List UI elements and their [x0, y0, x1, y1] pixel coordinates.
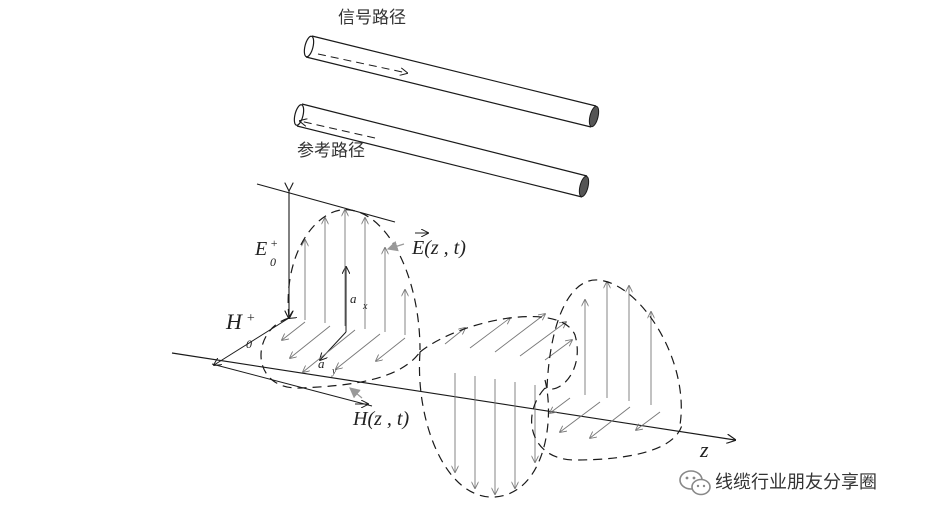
- h-amplitude-label: H + 0: [225, 309, 255, 351]
- wave-envelopes: [260, 209, 683, 498]
- svg-text:y: y: [331, 366, 337, 377]
- ay-unit-label: a y: [318, 356, 337, 377]
- svg-text:a: a: [318, 356, 325, 371]
- svg-text:x: x: [362, 301, 368, 312]
- signal-path-label: 信号路径: [338, 8, 406, 28]
- svg-text:H(z , t): H(z , t): [352, 408, 409, 430]
- h-field-pointer: [349, 387, 363, 399]
- watermark-text: 线缆行业朋友分享圈: [715, 472, 877, 493]
- wechat-icon: [679, 470, 711, 496]
- signal-path-tube: [303, 35, 600, 128]
- e-amplitude-label: E + 0: [254, 236, 278, 269]
- svg-text:0: 0: [270, 255, 276, 269]
- h-amplitude-arrow: [214, 318, 289, 365]
- h-field-label: H(z , t): [352, 404, 409, 430]
- svg-text:0: 0: [246, 337, 252, 351]
- z-axis-label: z: [699, 437, 709, 462]
- svg-text:+: +: [246, 311, 255, 326]
- svg-text:+: +: [270, 236, 278, 250]
- e-field-label: E(z , t): [411, 233, 466, 259]
- svg-text:a: a: [350, 291, 357, 306]
- svg-text:E(z , t): E(z , t): [411, 237, 466, 259]
- ax-unit-label: a x: [350, 291, 368, 312]
- svg-text:H: H: [225, 309, 243, 334]
- watermark: 线缆行业朋友分享圈: [679, 470, 877, 496]
- svg-text:E: E: [254, 238, 267, 260]
- e-field-pointer: [386, 240, 405, 252]
- h-reference-line: [211, 363, 373, 407]
- reference-path-label: 参考路径: [297, 141, 365, 161]
- h-field-vectors: [282, 314, 661, 438]
- amplitude-reference-line: [256, 183, 396, 223]
- reference-path-tube: [293, 103, 590, 198]
- e-field-vectors: [305, 210, 651, 494]
